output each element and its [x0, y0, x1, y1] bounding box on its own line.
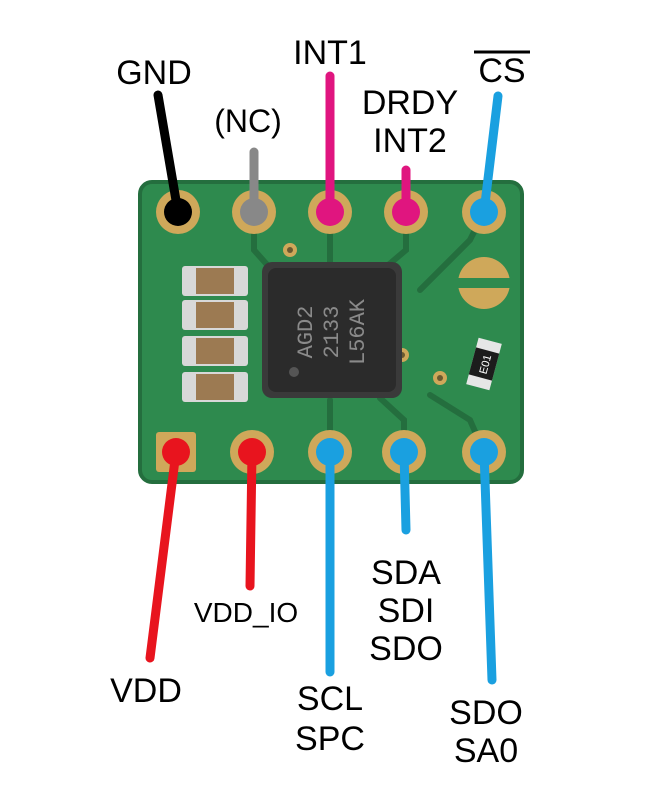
chip-marking-line2: 2133: [320, 306, 345, 359]
via-hole: [287, 247, 293, 253]
label-cs-line1: CS: [478, 52, 525, 90]
capacitor-body: [196, 338, 234, 364]
chip-pin1-dot: [289, 367, 299, 377]
wire-vdd: [145, 447, 181, 663]
chip-marking-line1: AGD2: [294, 306, 319, 359]
label-int1-line1: INT1: [293, 34, 367, 72]
capacitor-body: [196, 302, 234, 328]
label-sdo-sa0-line1: SDO: [449, 694, 523, 732]
via-hole: [437, 375, 443, 381]
capacitor-body: [196, 374, 234, 400]
chip-marking-line3: L56AK: [346, 298, 371, 365]
wire-sda-sdi-sdo-dot: [390, 438, 418, 466]
label-scl-spc-line2: SPC: [295, 720, 365, 758]
wire-sdo-sa0: [479, 447, 497, 685]
wire-vdd-io: [245, 447, 257, 591]
wire-nc-dot: [240, 198, 268, 226]
chip-body: [268, 268, 396, 392]
resistor-body: [468, 347, 500, 381]
pin-labels: GND(NC)INT1DRDYINT2CSVDDVDD_IOSCLSPCSDAS…: [110, 34, 530, 770]
label-gnd-line1: GND: [116, 54, 192, 92]
label-sda-sdi-sdo-line2: SDI: [378, 592, 435, 630]
label-sda-sdi-sdo-line1: SDA: [371, 554, 441, 592]
wire-drdy-int2-dot: [392, 198, 420, 226]
wire-vdd-dot: [162, 438, 190, 466]
label-sdo-sa0-line2: SA0: [454, 732, 518, 770]
wire-cs-dot: [470, 198, 498, 226]
label-scl-spc-line1: SCL: [297, 680, 363, 718]
pin-wires: [145, 71, 503, 685]
capacitor-body: [196, 268, 234, 294]
wire-scl-spc-dot: [316, 438, 344, 466]
wire-vdd-io-dot: [238, 438, 266, 466]
label-vdd-io-line1: VDD_IO: [194, 597, 298, 628]
label-vdd-line1: VDD: [110, 672, 182, 710]
wire-cs: [479, 91, 503, 217]
label-nc-line1: (NC): [214, 103, 282, 139]
solder-jumper-gap: [456, 278, 512, 288]
wire-sdo-sa0-dot: [470, 438, 498, 466]
wire-gnd: [153, 90, 183, 217]
label-drdy-int2-line2: INT2: [373, 122, 447, 160]
wire-int1-dot: [316, 198, 344, 226]
resistor-marking: E01: [478, 354, 495, 376]
label-sda-sdi-sdo-line3: SDO: [369, 630, 443, 668]
wire-gnd-dot: [164, 198, 192, 226]
label-drdy-int2-line1: DRDY: [362, 84, 458, 122]
